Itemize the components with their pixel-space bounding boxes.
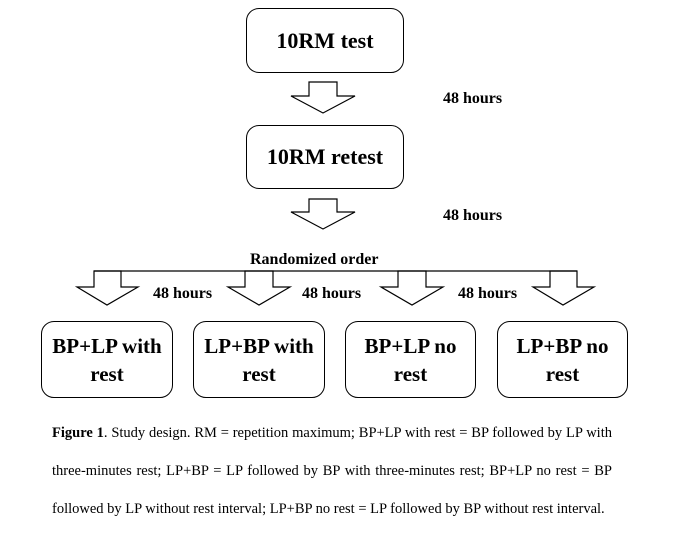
branch-arrow-4 — [530, 270, 597, 306]
condition-box-1: BP+LP with rest — [41, 321, 173, 398]
interval-label-3: 48 hours — [153, 285, 213, 302]
interval-label-2: 48 hours — [443, 207, 503, 224]
retest-box: 10RM retest — [246, 125, 404, 189]
branch-arrow-2 — [225, 270, 293, 306]
test-box: 10RM test — [246, 8, 404, 73]
interval-label-5: 48 hours — [458, 285, 518, 302]
condition-box-2: LP+BP with rest — [193, 321, 325, 398]
figure-number: Figure 1 — [52, 425, 104, 441]
branch-arrow-1 — [74, 270, 141, 306]
condition-label-1: BP+LP with rest — [52, 333, 162, 386]
interval-label-1: 48 hours — [443, 90, 503, 107]
down-arrow-1 — [290, 81, 356, 114]
retest-label: 10RM retest — [266, 144, 384, 169]
down-arrow-2 — [290, 198, 356, 230]
interval-label-4: 48 hours — [302, 285, 362, 302]
condition-label-4: LP+BP no rest — [516, 333, 609, 386]
randomized-order-label: Randomized order — [250, 251, 379, 268]
figure-caption: Figure 1. Study design. RM = repetition … — [52, 414, 612, 528]
branch-arrow-3 — [378, 270, 446, 306]
test-label: 10RM test — [276, 27, 374, 53]
condition-box-4: LP+BP no rest — [497, 321, 628, 398]
condition-box-3: BP+LP no rest — [345, 321, 476, 398]
condition-label-3: BP+LP no rest — [364, 333, 457, 386]
caption-text: . Study design. RM = repetition maximum;… — [52, 425, 612, 517]
condition-label-2: LP+BP with rest — [204, 333, 314, 386]
